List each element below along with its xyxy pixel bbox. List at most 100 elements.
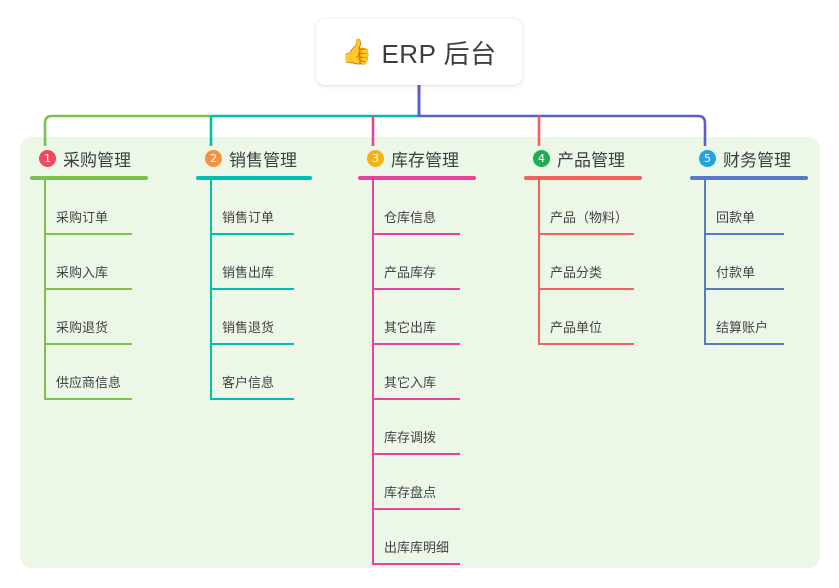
branch-item[interactable]: 仓库信息 xyxy=(358,180,476,235)
branch-item-label: 库存调拨 xyxy=(384,430,437,445)
branch-item-rule xyxy=(704,288,784,290)
branch-spine xyxy=(538,180,540,345)
branch-item[interactable]: 出库库明细 xyxy=(358,510,476,565)
branch-header-3[interactable]: 3 库存管理 xyxy=(358,145,476,171)
branch-number-badge: 3 xyxy=(367,149,384,167)
branch-item[interactable]: 销售出库 xyxy=(196,235,312,290)
branch-item-label: 回款单 xyxy=(716,210,756,225)
branch-title: 产品管理 xyxy=(557,150,625,170)
branch-column-5: 5 财务管理回款单付款单结算账户 xyxy=(690,145,808,345)
branch-item[interactable]: 采购订单 xyxy=(30,180,148,235)
branch-column-4: 4 产品管理产品（物料） 产品分类产品单位 xyxy=(524,145,642,345)
branch-item[interactable]: 其它入库 xyxy=(358,345,476,400)
branch-title: 财务管理 xyxy=(723,150,791,170)
branch-column-2: 2 销售管理销售订单销售出库销售退货客户信息 xyxy=(196,145,312,400)
branch-item-list: 回款单付款单结算账户 xyxy=(690,180,808,345)
branch-item-label: 供应商信息 xyxy=(56,375,122,390)
branch-item-label: 结算账户 xyxy=(716,320,769,335)
branch-item-rule xyxy=(538,233,634,235)
branch-item-label: 其它入库 xyxy=(384,375,437,390)
branch-item-rule xyxy=(372,563,460,565)
branch-title: 销售管理 xyxy=(229,150,297,170)
branch-spine xyxy=(372,180,374,565)
root-node-title: ERP 后台 xyxy=(381,38,497,69)
branch-item-rule xyxy=(44,288,132,290)
branch-item[interactable]: 回款单 xyxy=(690,180,808,235)
branch-item-label: 采购退货 xyxy=(56,320,109,335)
branch-item-list: 采购订单采购入库采购退货供应商信息 xyxy=(30,180,148,400)
branch-item-list: 产品（物料） 产品分类产品单位 xyxy=(524,180,642,345)
branch-item-label: 付款单 xyxy=(716,265,756,280)
branch-header-4[interactable]: 4 产品管理 xyxy=(524,145,642,171)
branch-item-label: 销售订单 xyxy=(222,210,275,225)
branch-title: 库存管理 xyxy=(391,150,459,170)
branch-item-list: 仓库信息产品库存其它出库其它入库库存调拨库存盘点出库库明细 xyxy=(358,180,476,565)
branch-item-label: 产品单位 xyxy=(550,320,603,335)
branch-item-rule xyxy=(704,343,784,345)
branch-item[interactable]: 产品库存 xyxy=(358,235,476,290)
branch-item-rule xyxy=(44,233,132,235)
branch-header-1[interactable]: 1 采购管理 xyxy=(30,145,148,171)
branch-item-label: 其它出库 xyxy=(384,320,437,335)
branch-item-rule xyxy=(372,288,460,290)
branch-item-rule xyxy=(44,398,132,400)
branch-item-label: 仓库信息 xyxy=(384,210,437,225)
branch-item-label: 出库库明细 xyxy=(384,540,450,555)
branch-number-badge: 4 xyxy=(533,149,550,167)
branch-item[interactable]: 采购退货 xyxy=(30,290,148,345)
branch-item[interactable]: 结算账户 xyxy=(690,290,808,345)
branch-header-2[interactable]: 2 销售管理 xyxy=(196,145,312,171)
branch-item[interactable]: 供应商信息 xyxy=(30,345,148,400)
branch-header-5[interactable]: 5 财务管理 xyxy=(690,145,808,171)
branch-header-rule xyxy=(196,176,312,180)
branch-item-label: 采购入库 xyxy=(56,265,109,280)
branch-item-list: 销售订单销售出库销售退货客户信息 xyxy=(196,180,312,400)
branch-item-rule xyxy=(372,453,460,455)
branch-item[interactable]: 销售订单 xyxy=(196,180,312,235)
thumbs-up-icon: 👍 xyxy=(341,37,373,66)
branch-item-rule xyxy=(372,508,460,510)
branch-item-label: 产品分类 xyxy=(550,265,603,280)
branch-item-rule xyxy=(44,343,132,345)
branch-title: 采购管理 xyxy=(63,150,131,170)
branch-item-label: 销售退货 xyxy=(222,320,275,335)
branch-item[interactable]: 客户信息 xyxy=(196,345,312,400)
branch-item-label: 产品（物料） xyxy=(550,210,629,225)
branch-item-rule xyxy=(372,398,460,400)
branch-item-rule xyxy=(538,343,634,345)
branch-header-rule xyxy=(524,176,642,180)
root-node-card[interactable]: 👍 ERP 后台 xyxy=(316,19,522,85)
branch-header-rule xyxy=(690,176,808,180)
branch-item-label: 产品库存 xyxy=(384,265,437,280)
branch-item[interactable]: 库存盘点 xyxy=(358,455,476,510)
branch-header-rule xyxy=(30,176,148,180)
branch-item[interactable]: 库存调拨 xyxy=(358,400,476,455)
branch-number-badge: 2 xyxy=(205,149,222,167)
branch-spine xyxy=(44,180,46,400)
branch-item-label: 采购订单 xyxy=(56,210,109,225)
branch-item-rule xyxy=(538,288,634,290)
branch-column-1: 1 采购管理采购订单采购入库采购退货供应商信息 xyxy=(30,145,148,400)
branch-item-rule xyxy=(210,288,294,290)
diagram-panel xyxy=(20,137,820,568)
branch-number-badge: 5 xyxy=(699,149,716,167)
branch-item-rule xyxy=(372,343,460,345)
branch-item-rule xyxy=(704,233,784,235)
branch-header-rule xyxy=(358,176,476,180)
branch-item[interactable]: 采购入库 xyxy=(30,235,148,290)
branch-item[interactable]: 产品（物料） xyxy=(524,180,642,235)
branch-item[interactable]: 付款单 xyxy=(690,235,808,290)
branch-item-rule xyxy=(372,233,460,235)
branch-item[interactable]: 产品分类 xyxy=(524,235,642,290)
branch-item-rule xyxy=(210,343,294,345)
branch-item-label: 销售出库 xyxy=(222,265,275,280)
branch-spine xyxy=(704,180,706,345)
branch-item-label: 客户信息 xyxy=(222,375,275,390)
branch-item-rule xyxy=(210,398,294,400)
branch-spine xyxy=(210,180,212,400)
branch-item[interactable]: 其它出库 xyxy=(358,290,476,345)
branch-item[interactable]: 产品单位 xyxy=(524,290,642,345)
branch-item[interactable]: 销售退货 xyxy=(196,290,312,345)
branch-item-rule xyxy=(210,233,294,235)
branch-number-badge: 1 xyxy=(39,149,56,167)
